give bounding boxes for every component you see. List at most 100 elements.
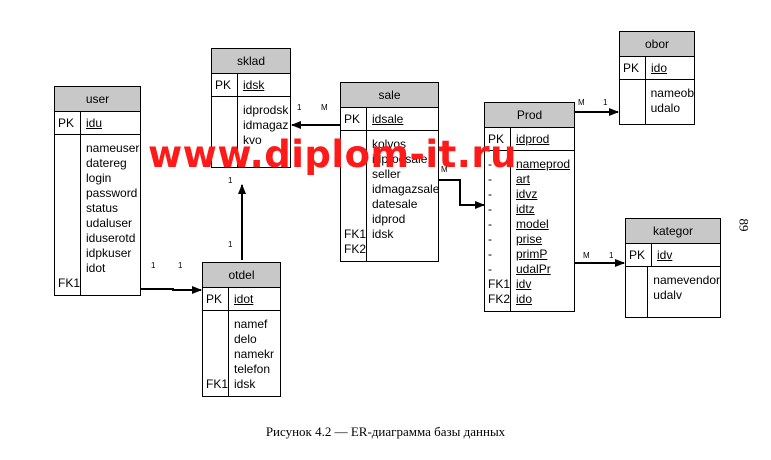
cardinality-label: 1: [228, 176, 233, 185]
list-item: udaluser: [86, 216, 133, 230]
list-item: namevendor: [653, 273, 720, 287]
list-item: iduserotd: [86, 231, 136, 245]
list-item: namef: [234, 317, 268, 331]
list-item: [623, 86, 645, 101]
pk-row: PK idot: [203, 288, 280, 311]
pk-attribute: ido: [651, 61, 668, 75]
list-item: status: [86, 201, 119, 215]
list-item: seller: [372, 167, 401, 181]
list-item: [58, 186, 80, 201]
list-item: FK1: [488, 277, 511, 291]
list-item: [58, 216, 80, 231]
cardinality-label: 1: [151, 261, 156, 270]
list-item: FK1: [344, 227, 367, 241]
watermark: www.diplom-it.ru: [148, 133, 517, 176]
list-item: udalv: [653, 288, 682, 302]
pk-row: PK ido: [620, 57, 694, 80]
list-item: ido: [516, 292, 533, 306]
cardinality-label: M: [321, 103, 328, 112]
cardinality-label: M: [578, 98, 585, 107]
line-user-otdel: [139, 286, 202, 294]
list-item: [58, 171, 80, 186]
cardinality-label: 1: [228, 240, 233, 249]
list-item: FK2: [488, 292, 511, 306]
entity-title: sklad: [212, 49, 290, 74]
pk-label: PK: [341, 108, 367, 130]
list-item: -: [488, 262, 492, 276]
list-item: password: [86, 186, 138, 200]
entity-title: sale: [341, 83, 438, 108]
list-item: [206, 332, 228, 347]
entity-title: kategor: [626, 219, 720, 244]
entity-title: Prod: [485, 103, 574, 128]
pk-label: PK: [626, 244, 652, 266]
key-column: [620, 80, 646, 124]
list-item: FK1: [58, 276, 81, 290]
list-item: [344, 212, 366, 227]
list-item: datereg: [86, 156, 127, 170]
list-item: login: [86, 171, 112, 185]
list-item: FK1: [206, 377, 229, 391]
cardinality-label: 1: [297, 103, 302, 112]
pk-row: PK idv: [626, 244, 720, 267]
pk-attribute: idsale: [372, 112, 404, 126]
pk-label: PK: [620, 57, 646, 79]
list-item: [58, 231, 80, 246]
pk-label: PK: [212, 74, 238, 96]
list-item: namekr: [234, 347, 275, 361]
list-item: idmagazsale: [372, 182, 440, 196]
page-number: 89: [736, 218, 752, 232]
cardinality-label: 1: [178, 261, 183, 270]
list-item: udalPr: [516, 262, 551, 276]
list-item: -: [488, 172, 492, 186]
list-item: idpkuser: [86, 246, 132, 260]
pk-row: PK idsale: [341, 108, 438, 131]
pk-attribute: idu: [86, 116, 103, 130]
list-item: [344, 182, 366, 197]
list-item: -: [488, 187, 492, 201]
list-item: nameprod: [516, 157, 571, 171]
list-item: primP: [516, 247, 548, 261]
figure-caption: Рисунок 4.2 — ER-диаграмма базы данных: [265, 424, 506, 439]
list-item: idprod: [372, 212, 406, 226]
list-item: [206, 317, 228, 332]
list-item: idmagaz: [243, 118, 289, 132]
cardinality-label: 1: [603, 98, 608, 107]
list-item: [344, 197, 366, 212]
list-item: telefon: [234, 362, 271, 376]
list-item: idsk: [234, 377, 256, 391]
list-item: idot: [86, 261, 106, 275]
entity-title: obor: [620, 32, 694, 57]
list-item: udalo: [650, 101, 680, 115]
cardinality-label: M: [441, 165, 448, 174]
list-item: idv: [516, 277, 532, 291]
list-item: [629, 273, 647, 288]
pk-label: PK: [55, 112, 81, 134]
list-item: nameuser: [86, 141, 140, 155]
key-column: FK1: [55, 135, 81, 295]
entity-title: user: [55, 87, 140, 112]
pk-label: PK: [485, 128, 511, 150]
cardinality-label: M: [583, 251, 590, 260]
list-item: kolvos: [372, 137, 407, 151]
list-item: nameob: [650, 86, 694, 100]
key-column: FK1: [203, 311, 229, 396]
